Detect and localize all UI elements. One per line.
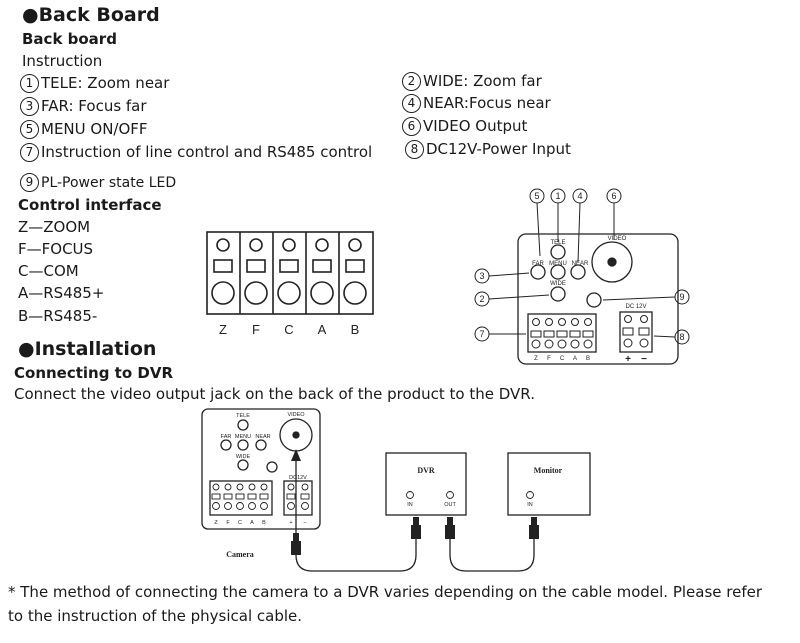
instruction-text: Instruction of line control and RS485 co…	[41, 143, 373, 161]
callout-8: 8	[679, 332, 684, 342]
terminal-label-z: Z	[219, 322, 227, 337]
conn-minus-label: −	[303, 520, 306, 526]
number-circle: 2	[402, 72, 421, 91]
monitor-title: Monitor	[534, 466, 563, 475]
conn-dc12v-label: DC12V	[289, 475, 307, 481]
control-line-focus: F—FOCUS	[18, 240, 94, 258]
control-line-zoom: Z—ZOOM	[18, 218, 91, 236]
connection-diagram: TELE FAR MENU NEAR WIDE VIDEO DC12V Z F …	[201, 408, 591, 572]
callout-9: 9	[679, 292, 684, 302]
conn-letter-z: Z	[214, 520, 218, 526]
instruction-text: WIDE: Zoom far	[423, 72, 542, 90]
conn-letter-f: F	[226, 520, 230, 526]
wide-label: WIDE	[550, 281, 566, 287]
number-circle: 8	[405, 140, 424, 159]
connect-instruction-text: Connect the video output jack on the bac…	[14, 385, 535, 403]
terminal-label-b: B	[351, 322, 360, 337]
callout-7: 7	[479, 329, 484, 339]
control-line-rs485-minus: B—RS485-	[18, 307, 98, 325]
menu-label: MENU	[549, 261, 567, 267]
callout-6: 6	[611, 191, 616, 201]
instruction-text: MENU ON/OFF	[41, 120, 148, 138]
conn-menu-label: MENU	[235, 434, 251, 440]
conn-near-label: NEAR	[255, 434, 270, 440]
dvr-in-label: IN	[407, 502, 413, 508]
control-line-rs485-plus: A—RS485+	[18, 284, 105, 302]
dc12v-label: DC 12V	[625, 304, 646, 310]
camera-label: Camera	[226, 550, 254, 559]
number-circle: 9	[20, 173, 39, 192]
callout-5: 5	[534, 191, 539, 201]
conn-far-label: FAR	[221, 434, 232, 440]
callout-1: 1	[555, 191, 560, 201]
far-label: FAR	[532, 261, 544, 267]
instruction-text: FAR: Focus far	[41, 97, 147, 115]
number-circle: 6	[402, 117, 421, 136]
dvr-out-label: OUT	[444, 502, 456, 508]
installation-heading: ●Installation	[18, 338, 157, 360]
dvr-title: DVR	[417, 466, 435, 475]
plus-label: +	[625, 354, 631, 365]
bottom-letter-c: C	[560, 356, 565, 362]
tele-label: TELE	[550, 240, 565, 246]
footnote-line-1: * The method of connecting the camera to…	[8, 583, 763, 601]
connecting-heading: Connecting to DVR	[14, 364, 173, 382]
terminal-label-a: A	[318, 322, 327, 337]
number-circle: 7	[20, 143, 39, 162]
terminal-label-c: C	[284, 322, 293, 337]
conn-letter-c: C	[238, 520, 242, 526]
bottom-letter-f: F	[547, 356, 551, 362]
conn-letter-b: B	[262, 520, 266, 526]
instruction-text: VIDEO Output	[423, 117, 528, 135]
minus-label: −	[641, 354, 647, 365]
back-board-subheading: Back board	[22, 30, 117, 48]
bottom-letter-b: B	[586, 356, 590, 362]
callout-2: 2	[479, 294, 484, 304]
instruction-text: NEAR:Focus near	[423, 94, 551, 112]
footnote-line-2: to the instruction of the physical cable…	[8, 607, 303, 625]
number-circle: 5	[20, 120, 39, 139]
conn-letter-a: A	[250, 520, 254, 526]
conn-video-label: VIDEO	[287, 412, 305, 418]
control-line-com: C—COM	[18, 262, 79, 280]
near-label: NEAR	[572, 261, 589, 267]
instruction-label: Instruction	[22, 52, 103, 70]
number-circle: 3	[20, 97, 39, 116]
number-circle: 4	[402, 94, 421, 113]
video-label: VIDEO	[608, 236, 627, 242]
terminal-block-diagram: Z F C A B	[206, 231, 374, 337]
number-circle: 1	[20, 74, 39, 93]
bottom-letter-z: Z	[534, 356, 538, 362]
instruction-text: DC12V-Power Input	[426, 140, 571, 158]
instruction-text: TELE: Zoom near	[41, 74, 170, 92]
callout-3: 3	[479, 271, 484, 281]
monitor-in-label: IN	[527, 502, 533, 508]
instruction-text: PL-Power state LED	[41, 175, 177, 191]
back-panel-diagram: TELE FAR MENU NEAR WIDE VIDEO DC 12V Z F…	[474, 188, 690, 365]
callout-4: 4	[577, 191, 582, 201]
conn-plus-label: +	[289, 520, 292, 526]
control-interface-heading: Control interface	[18, 196, 162, 214]
conn-wide-label: WIDE	[236, 454, 251, 460]
back-board-heading: ●Back Board	[22, 4, 160, 26]
terminal-label-f: F	[252, 322, 260, 337]
conn-tele-label: TELE	[236, 413, 250, 419]
bottom-letter-a: A	[573, 356, 577, 362]
